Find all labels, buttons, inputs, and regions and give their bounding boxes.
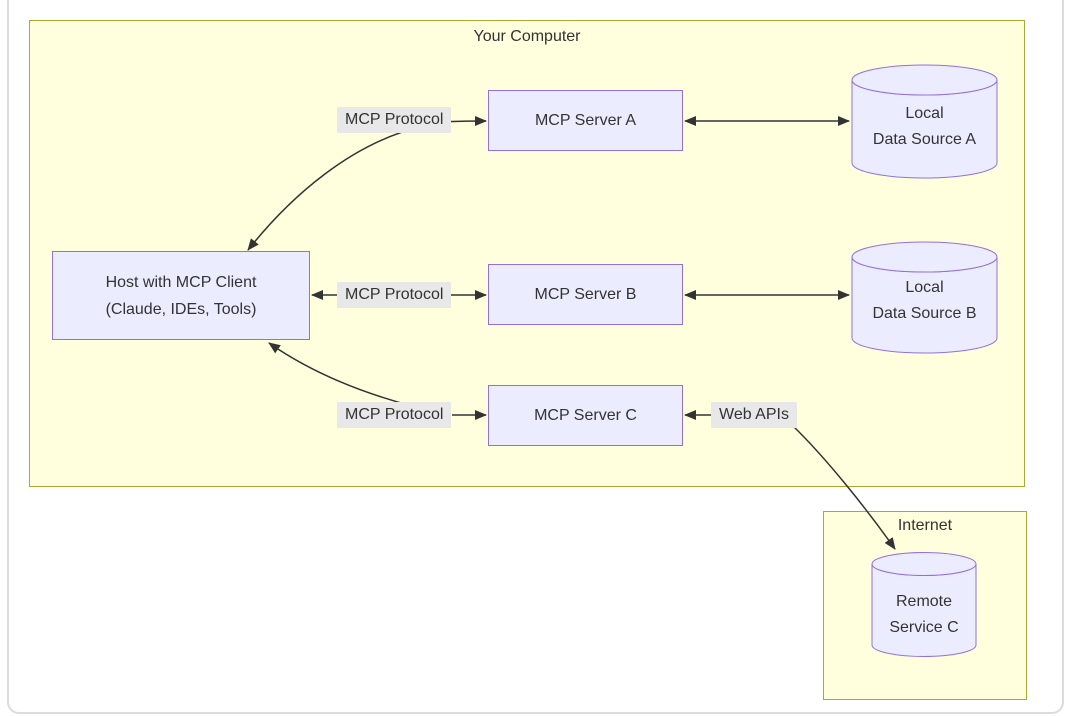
remote-service-c-cylinder	[871, 552, 977, 657]
mcp-server-b-label: MCP Server B	[534, 286, 637, 303]
mcp-server-a-label: MCP Server A	[534, 112, 637, 129]
edge-label-mcp-protocol-b: MCP Protocol	[337, 282, 452, 308]
mcp-server-a-node: MCP Server A	[488, 90, 683, 151]
data-b-line2: Data Source B	[872, 305, 977, 322]
arrow-label-c-to-host	[268, 342, 413, 407]
data-a-line1: Local	[905, 105, 944, 122]
local-data-source-b-text: Local Data Source B	[852, 275, 997, 327]
host-node-line1: Host with MCP Client	[105, 273, 257, 291]
remote-c-line1: Remote	[895, 593, 953, 610]
data-b-line1: Local	[905, 279, 944, 296]
local-data-source-b-cylinder	[851, 241, 998, 354]
host-node: Host with MCP Client (Claude, IDEs, Tool…	[52, 251, 310, 340]
edge-label-mcp-protocol-a: MCP Protocol	[337, 107, 452, 133]
arrow-web-apis-to-remote	[792, 425, 896, 550]
internet-group: Internet	[823, 511, 1027, 700]
local-data-source-a-cylinder	[851, 64, 998, 179]
arrow-label-a-to-host	[247, 125, 425, 251]
host-node-line2: (Claude, IDEs, Tools)	[105, 300, 257, 318]
data-a-line2: Data Source A	[872, 131, 977, 148]
your-computer-group-title: Your Computer	[473, 28, 581, 45]
remote-c-line2: Service C	[889, 619, 959, 636]
edge-label-mcp-protocol-c: MCP Protocol	[337, 402, 452, 428]
edge-label-web-apis: Web APIs	[711, 402, 797, 428]
mcp-server-c-label: MCP Server C	[534, 407, 637, 424]
mcp-server-b-node: MCP Server B	[488, 264, 683, 325]
local-data-source-a-text: Local Data Source A	[852, 101, 997, 153]
internet-group-title: Internet	[897, 517, 953, 534]
remote-service-c-text: Remote Service C	[872, 589, 976, 641]
mcp-server-c-node: MCP Server C	[488, 385, 683, 446]
